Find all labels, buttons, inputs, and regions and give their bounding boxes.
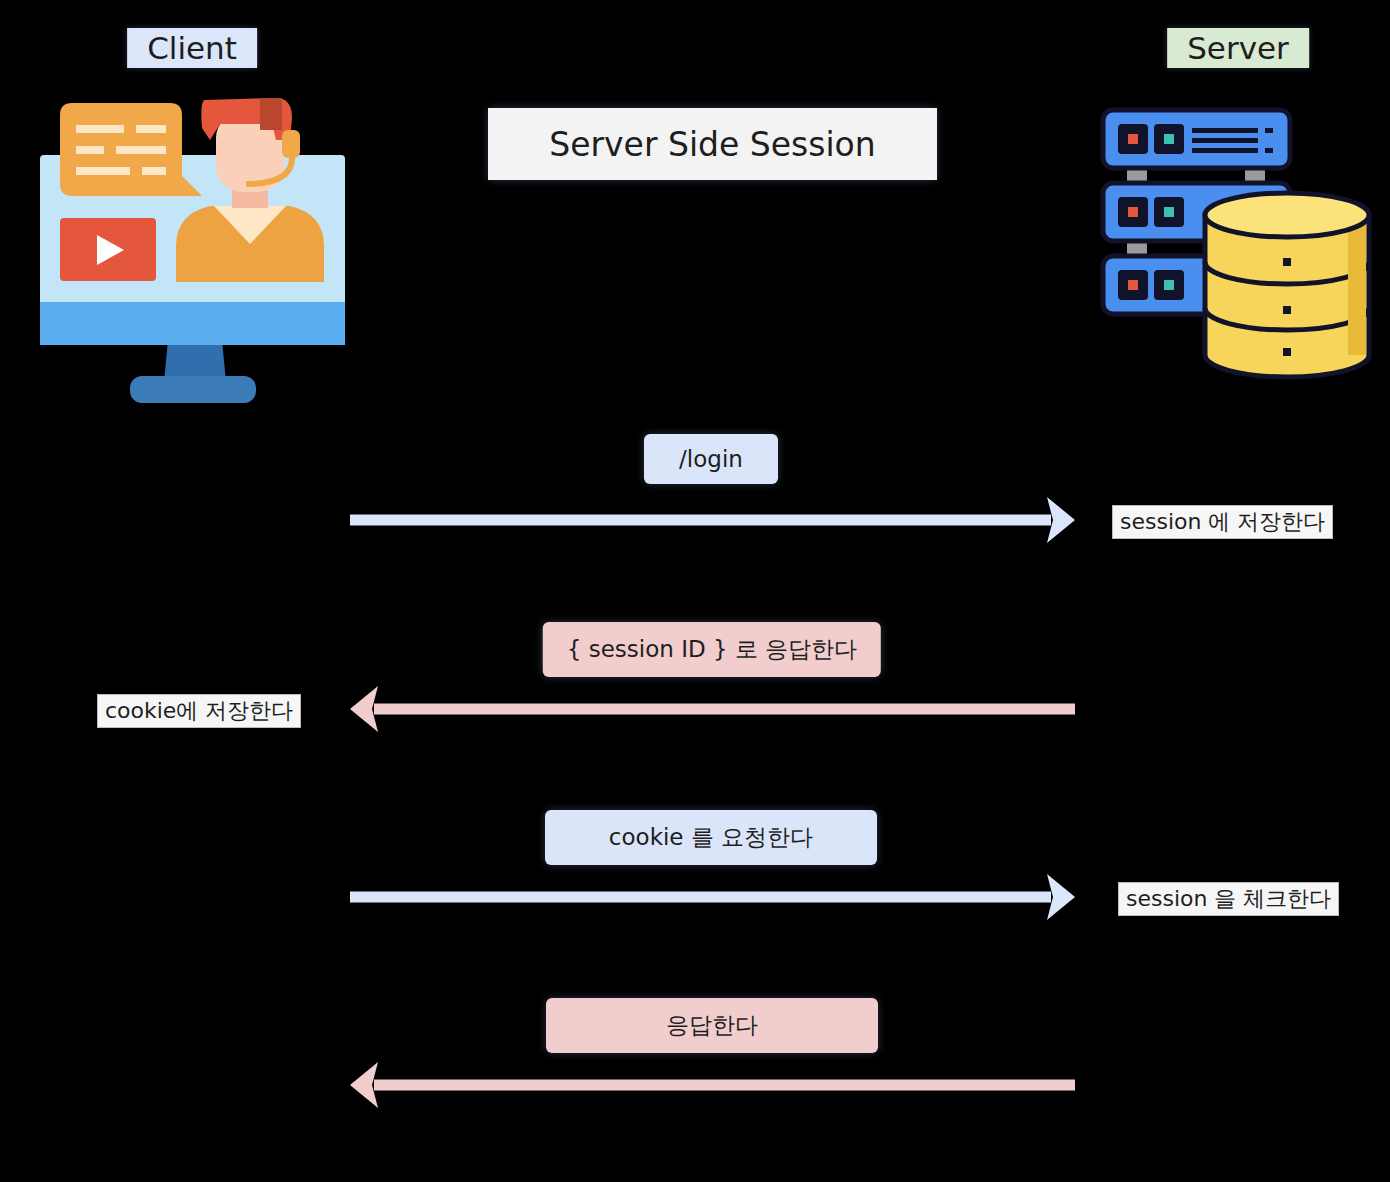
- server-illustration: [1103, 110, 1369, 377]
- message-arrow: [350, 874, 1075, 920]
- actor-label: Server: [1167, 28, 1309, 68]
- arrow-head: [350, 1062, 378, 1108]
- arrow-head: [1047, 497, 1075, 543]
- message-label: 응답한다: [546, 998, 878, 1053]
- arrow-head: [1047, 874, 1075, 920]
- arrow-shaft: [350, 892, 1051, 903]
- step-note: session 에 저장한다: [1112, 505, 1333, 539]
- client-illustration: [40, 98, 345, 403]
- message-label: /login: [644, 434, 778, 484]
- title-text: Server Side Session: [549, 125, 875, 164]
- step-note: session 을 체크한다: [1118, 882, 1339, 916]
- message-arrow: [350, 497, 1075, 543]
- message-label: cookie 를 요청한다: [545, 810, 877, 865]
- actor-label: Client: [127, 28, 257, 68]
- server-lifeline: Server: [1075, 28, 1375, 1108]
- message-arrow: [350, 686, 1075, 732]
- message-label: { session ID } 로 응답한다: [543, 622, 881, 677]
- client-lifeline: Client: [40, 28, 350, 1108]
- title-box: Server Side Session: [488, 108, 937, 180]
- step-note: cookie에 저장한다: [97, 694, 301, 728]
- arrow-shaft: [374, 704, 1075, 715]
- arrow-head: [350, 686, 378, 732]
- arrow-shaft: [374, 1080, 1075, 1091]
- arrow-shaft: [350, 515, 1051, 526]
- message-arrow: [350, 1062, 1075, 1108]
